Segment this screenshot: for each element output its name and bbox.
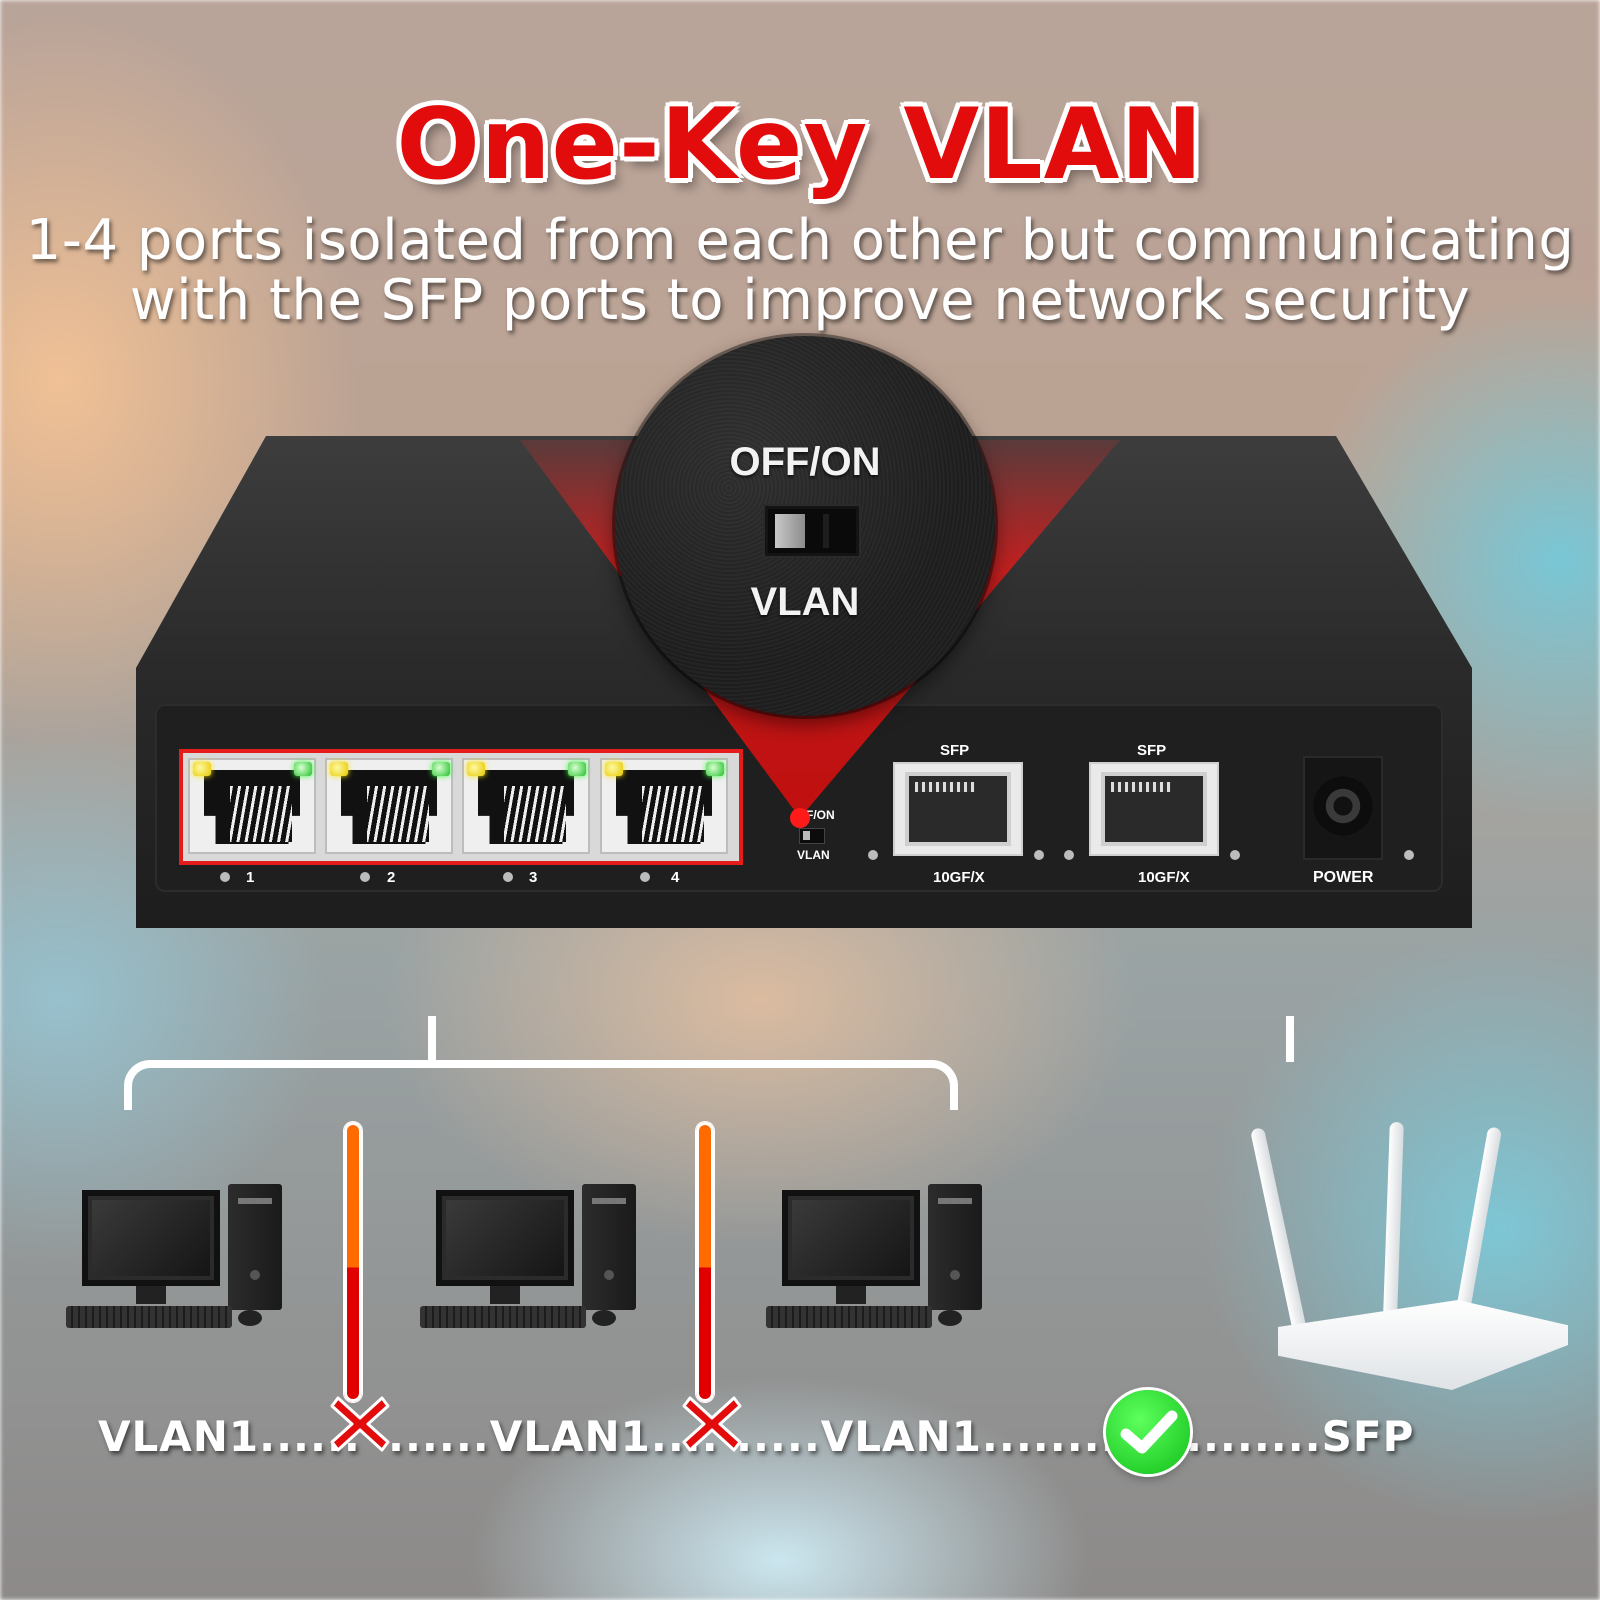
rj45-group-bracket [124, 1060, 958, 1110]
sfp-speed-label-1: 10GF/X [933, 869, 985, 886]
desktop-computer-icon [762, 1176, 1002, 1336]
vlan-segment-3: .....VLAN1.......... [736, 1412, 1152, 1461]
sfp-status-dot [1230, 850, 1240, 860]
vlan-segment-2: ......VLAN1.... [388, 1412, 719, 1461]
port-status-dot [220, 872, 230, 882]
x-mark-icon [330, 1396, 390, 1452]
isolation-barrier [344, 1122, 362, 1402]
sfp-speed-label-2: 10GF/X [1138, 869, 1190, 886]
vlan-toggle-switch[interactable] [799, 828, 825, 844]
sfp-status-dot [1034, 850, 1044, 860]
x-mark-icon [682, 1396, 742, 1452]
subtitle-line-1: 1-4 ports isolated from each other but c… [25, 208, 1575, 273]
link-led-yellow [330, 762, 348, 776]
sfp-label-1: SFP [940, 742, 970, 759]
vlan-switch-pointer-dot [790, 808, 810, 828]
port-label-4: 4 [671, 869, 680, 886]
link-led-yellow [193, 762, 211, 776]
link-led-green [294, 762, 312, 776]
sfp-port-1[interactable] [893, 762, 1023, 856]
power-status-dot [1404, 850, 1414, 860]
vlan-switch-bottom-label: VLAN [797, 848, 830, 862]
rj45-port-4[interactable] [600, 758, 728, 854]
link-led-yellow [605, 762, 623, 776]
vlan-switch-magnifier: OFF/ON VLAN [615, 336, 995, 716]
link-led-green [568, 762, 586, 776]
link-led-green [432, 762, 450, 776]
magnifier-top-label: OFF/ON [729, 440, 881, 484]
power-label: POWER [1313, 869, 1374, 886]
vlan-switch-top-label: F/ON [806, 808, 835, 822]
page-title: One-Key VLAN [396, 88, 1204, 202]
magnifier-bottom-label: VLAN [750, 580, 860, 624]
port-status-dot [503, 872, 513, 882]
desktop-computer-icon [62, 1176, 302, 1336]
rj45-port-2[interactable] [325, 758, 453, 854]
vlan-flow-line: VLAN1...... ......VLAN1.... .....VLAN1..… [0, 1412, 1600, 1482]
desktop-computer-icon [416, 1176, 656, 1336]
magnified-vlan-toggle [765, 506, 859, 556]
sfp-label-2: SFP [1137, 742, 1167, 759]
vlan-segment-1: VLAN1...... [98, 1412, 361, 1461]
port-label-2: 2 [387, 869, 396, 886]
bracket-connector-left [428, 1016, 436, 1064]
check-mark-icon [1106, 1390, 1190, 1474]
sfp-port-2[interactable] [1089, 762, 1219, 856]
sfp-status-dot [868, 850, 878, 860]
wifi-router-icon [1240, 1110, 1580, 1410]
sfp-connector-tick [1286, 1016, 1294, 1062]
link-led-yellow [467, 762, 485, 776]
isolation-barrier [696, 1122, 714, 1402]
sfp-segment: ........SFP [1186, 1412, 1415, 1461]
link-led-green [706, 762, 724, 776]
port-label-3: 3 [529, 869, 538, 886]
power-jack[interactable] [1303, 756, 1383, 860]
sfp-status-dot [1064, 850, 1074, 860]
port-label-1: 1 [246, 869, 255, 886]
port-status-dot [640, 872, 650, 882]
port-status-dot [360, 872, 370, 882]
subtitle-line-2: with the SFP ports to improve network se… [129, 268, 1471, 333]
